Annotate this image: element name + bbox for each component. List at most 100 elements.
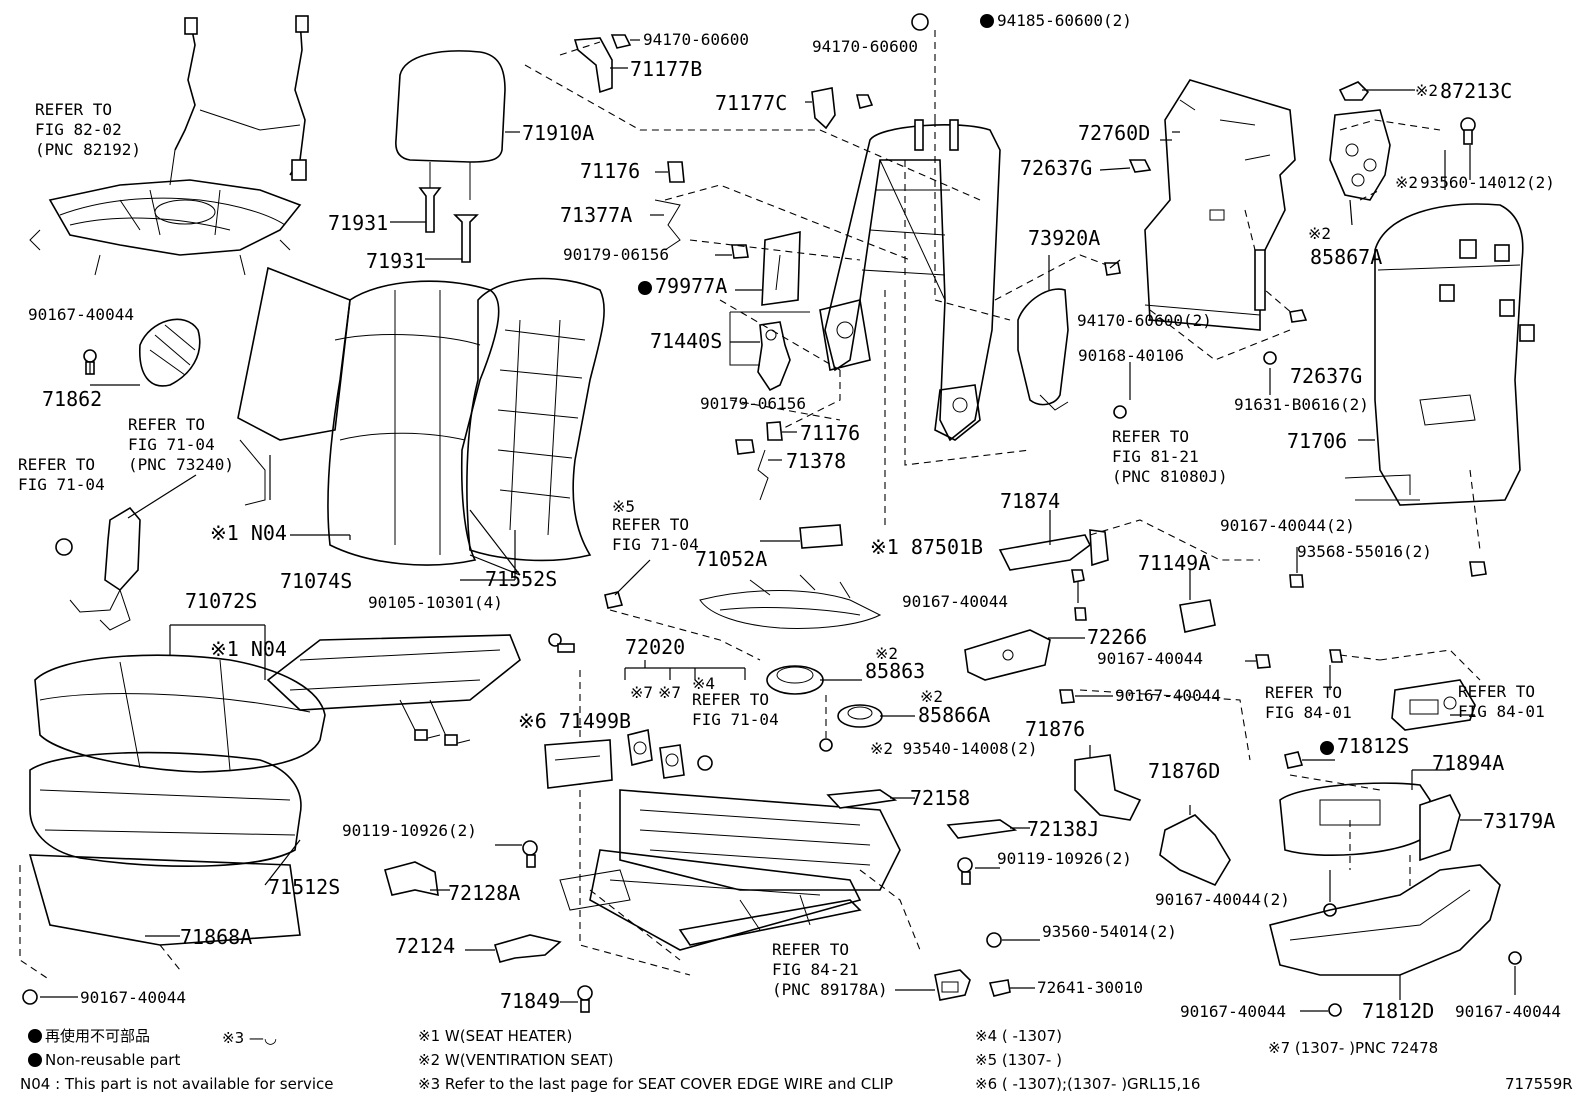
- part-85866a[interactable]: 85866A: [918, 703, 991, 727]
- part-85867a[interactable]: 85867A: [1310, 245, 1383, 269]
- part-94185-60600[interactable]: 94185-60600(2): [980, 12, 1132, 30]
- part-90105-10301[interactable]: 90105-10301(4): [368, 593, 503, 612]
- part-90167-40044-2-b[interactable]: 90167-40044(2): [1155, 890, 1290, 909]
- legend-x2: ※2 W(VENTIRATION SEAT): [418, 1051, 614, 1069]
- reference-fig-84-21[interactable]: REFER TO FIG 84-21 (PNC 89178A): [772, 940, 888, 999]
- part-71876d[interactable]: 71876D: [1148, 759, 1221, 783]
- part-94170-60600-2[interactable]: 94170-60600(2): [1077, 311, 1212, 330]
- part-71868a[interactable]: 71868A: [180, 925, 253, 949]
- note-x2-87213c: ※2: [1415, 81, 1439, 100]
- reference-fig-82-02[interactable]: REFER TO FIG 82-02 (PNC 82192): [35, 100, 141, 159]
- part-90179-06156-a[interactable]: 90179-06156: [563, 245, 669, 264]
- non-reusable-dot-icon: [1320, 741, 1334, 755]
- part-71377a[interactable]: 71377A: [560, 203, 633, 227]
- part-71812s[interactable]: 71812S: [1320, 735, 1409, 757]
- note-x4: ※4: [692, 674, 716, 693]
- reference-fig-71-04-left[interactable]: REFER TO FIG 71-04: [18, 455, 105, 494]
- note-x7-b: ※7: [658, 683, 682, 702]
- part-94170-60600-a[interactable]: 94170-60600: [643, 30, 749, 49]
- part-71074s[interactable]: 71074S: [280, 569, 353, 593]
- part-93560-14012[interactable]: 93560-14012(2): [1420, 173, 1555, 192]
- part-90119-10926-left[interactable]: 90119-10926(2): [342, 821, 477, 840]
- part-87213c[interactable]: 87213C: [1440, 79, 1513, 103]
- seatback-frame-drawing: [729, 119, 1001, 442]
- side-shield-drawing: [1269, 751, 1501, 1000]
- part-90179-06156-b[interactable]: 90179-06156: [700, 394, 806, 413]
- cushion-pad-drawing: [266, 634, 521, 746]
- part-72760d[interactable]: 72760D: [1078, 121, 1151, 145]
- legend-x6: ※6 ( -1307);(1307- )GRL15,16: [975, 1075, 1201, 1093]
- part-71849[interactable]: 71849: [500, 989, 561, 1013]
- part-71931-a[interactable]: 71931: [328, 211, 389, 235]
- part-72158[interactable]: 72158: [910, 786, 971, 810]
- seat-fan-drawing: [766, 665, 915, 752]
- part-71177c[interactable]: 71177C: [715, 91, 788, 115]
- part-93568-55016[interactable]: 93568-55016(2): [1297, 542, 1432, 561]
- headrest-drawing: [390, 50, 520, 263]
- reference-fig-84-01-left[interactable]: REFER TO FIG 84-01: [1265, 683, 1352, 722]
- note-x1-n04-b: ※1 N04: [210, 637, 287, 661]
- part-90167-40044-mid3[interactable]: 90167-40044: [1115, 686, 1221, 705]
- part-71512s[interactable]: 71512S: [268, 875, 341, 899]
- part-71149a[interactable]: 71149A: [1138, 551, 1211, 575]
- part-93560-54014[interactable]: 93560-54014(2): [1042, 922, 1177, 941]
- part-71910a[interactable]: 71910A: [522, 121, 595, 145]
- part-71894a[interactable]: 71894A: [1432, 751, 1505, 775]
- part-72020[interactable]: 72020: [625, 635, 686, 659]
- part-72128a[interactable]: 72128A: [448, 881, 521, 905]
- part-90167-40044-br1[interactable]: 90167-40044: [1180, 1002, 1286, 1021]
- part-85863[interactable]: 85863: [865, 659, 926, 683]
- part-72266[interactable]: 72266: [1087, 625, 1148, 649]
- part-90167-40044-2-r[interactable]: 90167-40044(2): [1220, 516, 1355, 535]
- note-x2-85867a: ※2: [1308, 224, 1332, 243]
- part-90167-40044-mid2[interactable]: 90167-40044: [1097, 649, 1203, 668]
- part-93540-14008[interactable]: ※2 93540-14008(2): [870, 739, 1038, 758]
- part-73920a[interactable]: 73920A: [1028, 226, 1101, 250]
- seat-cushion-drawing: [19, 624, 326, 981]
- part-71552s[interactable]: 71552S: [485, 567, 558, 591]
- part-71862[interactable]: 71862: [42, 387, 103, 411]
- part-72124[interactable]: 72124: [395, 934, 456, 958]
- part-72641-30010[interactable]: 72641-30010: [1037, 978, 1143, 997]
- part-71812d[interactable]: 71812D: [1362, 999, 1435, 1023]
- seatback-drawing: [237, 266, 605, 576]
- part-71176-b[interactable]: 71176: [800, 421, 861, 445]
- part-71176-a[interactable]: 71176: [580, 159, 641, 183]
- part-71874[interactable]: 71874: [1000, 489, 1061, 513]
- part-90168-40106[interactable]: 90168-40106: [1078, 346, 1184, 365]
- power-switch-drawing: [1329, 649, 1481, 731]
- part-91631-b0616[interactable]: 91631-B0616(2): [1234, 395, 1369, 414]
- part-71052a[interactable]: 71052A: [695, 547, 768, 571]
- reference-fig-81-21[interactable]: REFER TO FIG 81-21 (PNC 81080J): [1112, 427, 1228, 486]
- part-71499b[interactable]: ※6 71499B: [518, 709, 632, 733]
- part-72637g-b[interactable]: 72637G: [1290, 364, 1363, 388]
- reference-fig-71-04-x4[interactable]: REFER TO FIG 71-04: [692, 690, 779, 729]
- part-71072s[interactable]: 71072S: [185, 589, 258, 613]
- part-71706[interactable]: 71706: [1287, 429, 1348, 453]
- non-reusable-dot-icon: [28, 1029, 42, 1043]
- blower-bracket-drawing: [1329, 81, 1476, 226]
- part-87501b[interactable]: ※1 87501B: [870, 535, 984, 559]
- part-72138j[interactable]: 72138J: [1027, 817, 1100, 841]
- part-79977a[interactable]: 79977A: [638, 275, 727, 297]
- part-94170-60600-b[interactable]: 94170-60600: [812, 37, 918, 56]
- note-x2-85863: ※2: [875, 644, 899, 663]
- part-71440s[interactable]: 71440S: [650, 329, 723, 353]
- part-90167-40044-bl[interactable]: 90167-40044: [80, 988, 186, 1007]
- part-90167-40044-br2[interactable]: 90167-40044: [1455, 1002, 1561, 1021]
- part-71931-b[interactable]: 71931: [366, 249, 427, 273]
- part-71378[interactable]: 71378: [786, 449, 847, 473]
- part-90167-40044-top[interactable]: 90167-40044: [28, 305, 134, 324]
- part-73179a[interactable]: 73179A: [1483, 809, 1556, 833]
- part-71177b[interactable]: 71177B: [630, 57, 703, 81]
- reference-fig-71-04-pnc[interactable]: REFER TO FIG 71-04 (PNC 73240): [128, 415, 234, 474]
- reference-fig-71-04-x5[interactable]: REFER TO FIG 71-04: [612, 515, 699, 554]
- part-90167-40044-mid[interactable]: 90167-40044: [902, 592, 1008, 611]
- clip-icon: —◡: [248, 1029, 277, 1047]
- diagram-id: 717559R: [1505, 1075, 1573, 1093]
- part-90119-10926-right[interactable]: 90119-10926(2): [997, 849, 1132, 868]
- part-72637g-a[interactable]: 72637G: [1020, 156, 1093, 180]
- reference-fig-84-01-right[interactable]: REFER TO FIG 84-01: [1458, 682, 1545, 721]
- part-71876[interactable]: 71876: [1025, 717, 1086, 741]
- plates-drawing: [384, 789, 1030, 963]
